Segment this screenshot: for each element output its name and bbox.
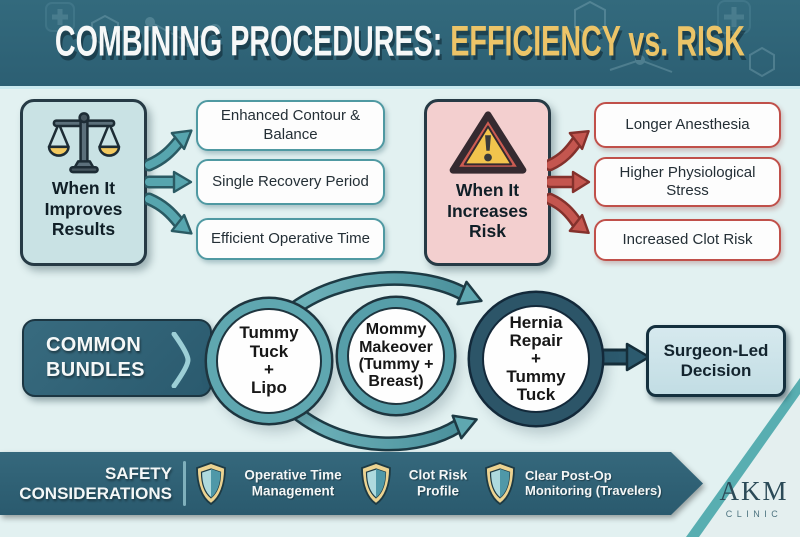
surgeon-led-decision-box: Surgeon-Led Decision [646,325,786,397]
benefit-item: Enhanced Contour & Balance [196,100,385,151]
bundle-circle-mommy-makeover: Mommy Makeover (Tummy + Breast) [347,307,445,405]
page-title-main: COMBINING PROCEDURES: [55,16,451,66]
chevron-right-icon [171,332,191,388]
shield-icon [196,462,226,506]
safety-item-label: Operative Time Management [244,467,342,499]
risk-item-label: Longer Anesthesia [625,115,750,133]
shield-icon [485,462,515,506]
risk-item: Longer Anesthesia [594,102,781,148]
benefits-panel-title: When It Improves Results [44,178,123,240]
benefit-item-label: Enhanced Contour & Balance [220,107,361,143]
header-banner: COMBINING PROCEDURES: EFFICIENCY vs. RIS… [0,0,800,89]
benefit-arrows [145,129,193,235]
risks-panel-title: When It Increases Risk [447,180,528,242]
benefit-item-label: Efficient Operative Time [211,229,370,247]
shield-icon [361,462,391,506]
benefit-item: Efficient Operative Time [196,218,385,260]
bundle-circle-hernia-repair: Hernia Repair + Tummy Tuck [482,305,590,413]
risk-item: Higher Physiological Stress [594,157,781,207]
safety-banner-title: SAFETY CONSIDERATIONS [19,463,172,503]
page-title-accent: EFFICIENCY vs. RISK [450,16,745,66]
benefit-item-label: Single Recovery Period [212,172,369,190]
benefit-item: Single Recovery Period [196,159,385,205]
page-title: COMBINING PROCEDURES: EFFICIENCY vs. RIS… [0,0,800,83]
common-bundles-label: COMMON BUNDLES [22,319,212,397]
safety-item-label: Clear Post-Op Monitoring (Travelers) [525,467,662,499]
risk-item-label: Increased Clot Risk [622,230,753,248]
clinic-logo: AKM CLINIC [710,476,798,520]
balance-scale-icon [47,112,120,174]
benefits-panel: When It Improves Results [20,99,147,266]
divider [183,461,186,506]
clinic-logo-name: AKM [719,476,789,506]
risk-item: Increased Clot Risk [594,219,781,261]
safety-banner: SAFETY CONSIDERATIONS Operative Time Man… [0,452,706,516]
medical-pattern-decoration [45,0,775,78]
warning-triangle-icon [449,111,526,174]
bundle-circle-tummy-tuck-lipo: Tummy Tuck + Lipo [216,308,322,414]
safety-item-label: Clot Risk Profile [408,467,468,499]
risk-arrows [547,129,591,235]
risk-item-label: Higher Physiological Stress [619,163,756,199]
clinic-logo-subtitle: CLINIC [725,509,783,519]
risks-panel: When It Increases Risk [424,99,551,266]
